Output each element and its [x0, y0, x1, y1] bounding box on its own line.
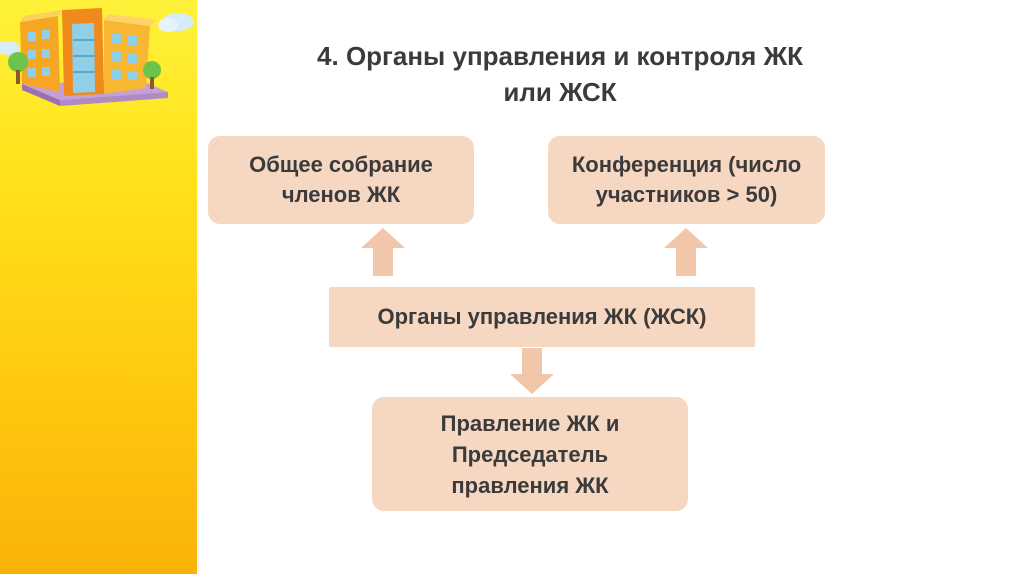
node-conference: Конференция (число участников > 50)	[548, 136, 825, 224]
sidebar-divider	[197, 0, 199, 574]
arrow-up-to-general-meeting	[361, 228, 405, 276]
node-governing-bodies: Органы управления ЖК (ЖСК)	[329, 287, 755, 347]
arrow-down-to-board	[510, 348, 554, 394]
arrow-up-to-conference	[664, 228, 708, 276]
node-general-meeting: Общее собрание членов ЖК	[208, 136, 474, 224]
building-illustration	[0, 8, 194, 106]
node-board: Правление ЖК и Председатель правления ЖК	[372, 397, 688, 511]
slide-title: 4. Органы управления и контроля ЖК или Ж…	[317, 41, 803, 107]
